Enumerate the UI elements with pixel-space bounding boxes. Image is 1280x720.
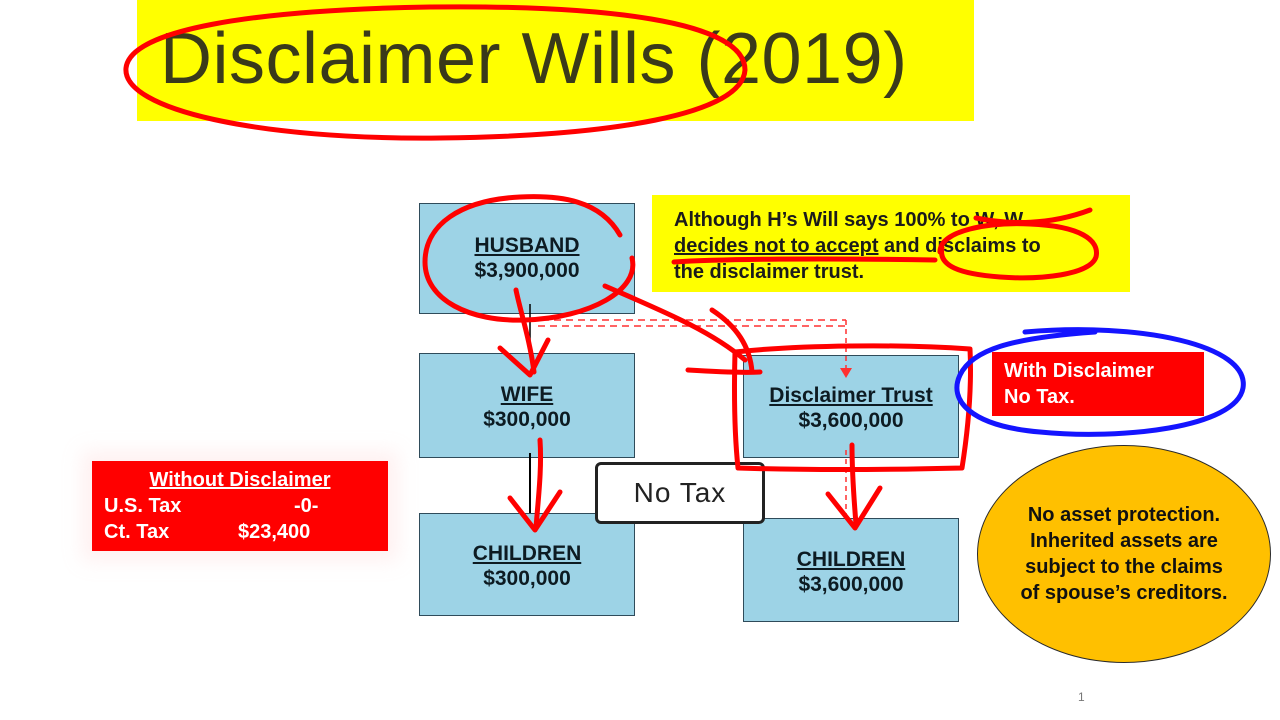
page-title: Disclaimer Wills (2019) [160, 19, 908, 99]
asset-protection-note: No asset protection. Inherited assets ar… [977, 445, 1271, 663]
husband-label: HUSBAND [474, 234, 580, 257]
disclaimer-trust-label: Disclaimer Trust [769, 384, 933, 407]
wife-box: WIFE $300,000 [419, 353, 635, 458]
without-disclaimer-heading: Without Disclaimer [149, 469, 331, 491]
children-left-box: CHILDREN $300,000 [419, 513, 635, 616]
with-disclaimer-box: With Disclaimer No Tax. [992, 352, 1204, 416]
children-left-amount: $300,000 [483, 567, 571, 590]
children-right-amount: $3,600,000 [798, 573, 904, 596]
children-right-box: CHILDREN $3,600,000 [743, 518, 959, 622]
husband-amount: $3,900,000 [474, 259, 580, 282]
wife-label: WIFE [500, 383, 554, 406]
us-tax-value: -0- [294, 495, 319, 517]
note-line-2: decides not to accept and disclaims to [674, 233, 1130, 259]
without-disclaimer-row-ct: Ct. Tax $23,400 [104, 519, 388, 545]
husband-box: HUSBAND $3,900,000 [419, 203, 635, 314]
note-underlined: decides not to accept [674, 235, 879, 257]
note-line-3: the disclaimer trust. [674, 261, 865, 283]
asset-protection-text: No asset protection. Inherited assets ar… [1020, 504, 1228, 604]
ct-tax-label: Ct. Tax [104, 521, 170, 543]
note-line-1: Although H’s Will says 100% to W, W [674, 209, 1024, 231]
children-right-label: CHILDREN [796, 548, 906, 571]
note-line-2-rest: and disclaims to [878, 235, 1041, 257]
disclaimer-note: Although H’s Will says 100% to W, W deci… [652, 195, 1130, 292]
children-left-label: CHILDREN [472, 542, 582, 565]
with-disclaimer-line-1: With Disclaimer [1004, 360, 1154, 382]
disclaimer-trust-amount: $3,600,000 [798, 409, 904, 432]
wife-amount: $300,000 [483, 408, 571, 431]
ct-tax-value: $23,400 [238, 521, 311, 543]
us-tax-label: U.S. Tax [104, 495, 182, 517]
without-disclaimer-box: Without Disclaimer U.S. Tax -0- Ct. Tax … [92, 461, 388, 551]
no-tax-box: No Tax [595, 462, 765, 524]
without-disclaimer-row-us: U.S. Tax -0- [104, 493, 388, 519]
disclaimer-trust-box: Disclaimer Trust $3,600,000 [743, 355, 959, 458]
with-disclaimer-line-2: No Tax. [1004, 386, 1075, 408]
page-number: 1 [1078, 690, 1085, 704]
